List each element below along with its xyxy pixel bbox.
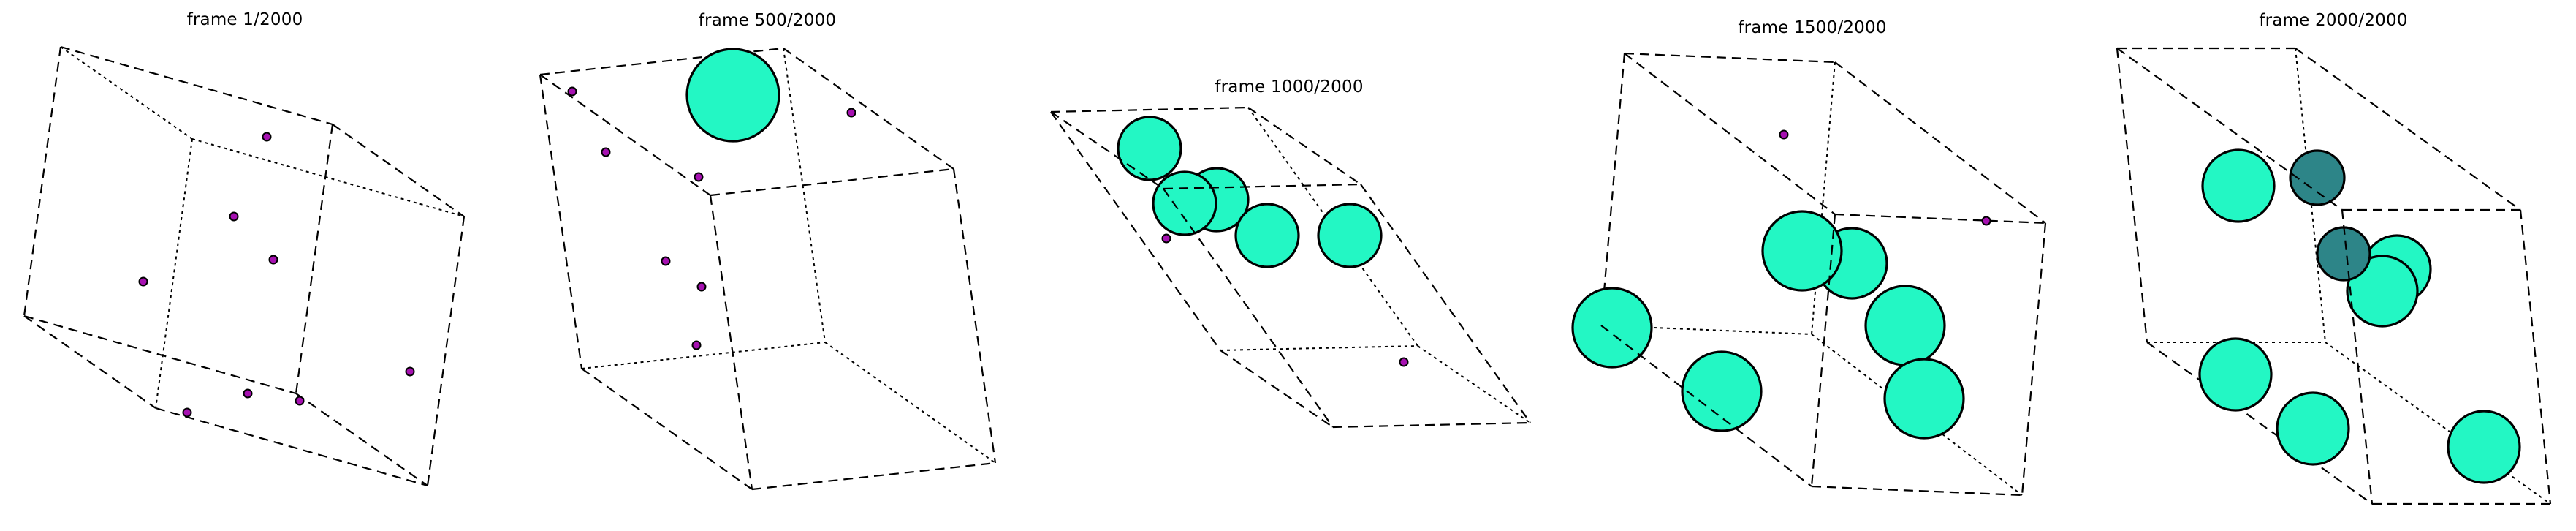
particle-large-bright xyxy=(1317,203,1383,268)
particle-small xyxy=(1161,233,1171,244)
box-edge-front xyxy=(1163,183,1361,190)
box-edge-hidden xyxy=(60,46,193,140)
box-edge-front xyxy=(709,195,753,490)
particle-small xyxy=(405,366,415,377)
particle-small xyxy=(661,256,671,266)
particle-small xyxy=(229,211,239,222)
particle-large-bright xyxy=(1681,350,1763,432)
box-edge xyxy=(1624,52,1836,64)
panel-frame-500 xyxy=(539,47,997,491)
panel-frame-2000 xyxy=(2116,47,2552,505)
particle-small xyxy=(601,147,611,157)
particle-small xyxy=(295,396,305,406)
particle-large-bright xyxy=(2447,410,2521,484)
box-edge xyxy=(332,124,465,217)
box-edge xyxy=(155,407,428,487)
particle-large-bright xyxy=(2276,391,2350,466)
panel-title-frame-1500: frame 1500/2000 xyxy=(1738,18,1887,37)
panel-title-frame-1: frame 1/2000 xyxy=(186,10,303,29)
box-edge xyxy=(2116,48,2148,343)
particle-small xyxy=(1779,129,1789,140)
box-edge-hidden xyxy=(1417,345,1531,423)
particle-small xyxy=(243,388,253,399)
box-edge-front xyxy=(1163,188,1334,428)
box-edge xyxy=(1247,107,1361,185)
box-edge-hidden xyxy=(2325,342,2551,505)
particle-large-dark xyxy=(2289,149,2346,206)
box-edge-hidden xyxy=(581,342,826,369)
box-edge-front xyxy=(2116,48,2343,211)
particle-small xyxy=(1981,216,1991,226)
box-edge-front xyxy=(295,124,334,394)
box-edge xyxy=(1811,485,2023,497)
particle-large-bright xyxy=(1864,285,1946,366)
particle-large-bright xyxy=(2198,337,2273,412)
panel-title-frame-2000: frame 2000/2000 xyxy=(2259,11,2408,30)
particle-small xyxy=(182,407,192,418)
box-edge xyxy=(1332,421,1531,429)
panel-frame-1500 xyxy=(1571,52,2047,497)
box-edge xyxy=(60,45,333,126)
box-edge-hidden xyxy=(1220,345,1418,351)
box-edge-hidden xyxy=(783,48,826,343)
particle-small xyxy=(1399,357,1409,367)
particle-small xyxy=(262,132,272,142)
particle-small xyxy=(567,86,577,97)
box-edge-front xyxy=(710,167,954,197)
box-edge-front xyxy=(539,74,711,196)
box-edge xyxy=(539,74,583,369)
particle-large-bright xyxy=(1152,170,1217,236)
box-edge-hidden xyxy=(155,138,193,409)
box-edge xyxy=(23,46,62,317)
particle-large-bright xyxy=(1234,203,1300,268)
particle-large-bright xyxy=(1761,210,1843,292)
particle-large-bright xyxy=(1117,116,1182,181)
particle-small xyxy=(138,276,148,287)
box-edge-front xyxy=(1050,111,1164,189)
particle-small xyxy=(696,282,707,292)
box-edge xyxy=(1834,61,2046,224)
box-edge-hidden xyxy=(2295,48,2326,343)
box-edge xyxy=(23,315,156,409)
particle-small xyxy=(694,172,704,182)
panel-frame-1 xyxy=(23,45,466,487)
box-edge xyxy=(952,168,997,464)
panel-title-frame-500: frame 500/2000 xyxy=(698,11,837,30)
particle-large-dark xyxy=(2316,226,2371,282)
box-edge xyxy=(1050,111,1221,351)
box-edge-hidden xyxy=(824,342,996,464)
box-edge xyxy=(2519,209,2552,505)
particle-large-bright xyxy=(685,48,780,143)
panel-frame-1000 xyxy=(1050,106,1531,429)
box-edge xyxy=(1050,106,1249,113)
box-edge xyxy=(2021,222,2047,496)
particle-large-bright xyxy=(1571,287,1653,369)
box-edge-front xyxy=(1834,213,2046,225)
particle-large-bright xyxy=(2346,255,2419,328)
box-edge-front xyxy=(23,315,297,395)
box-edge-front xyxy=(1600,325,1812,487)
particle-small xyxy=(268,255,278,265)
box-edge-hidden xyxy=(191,138,465,217)
particle-large-bright xyxy=(2201,148,2276,223)
box-edge xyxy=(751,462,996,491)
particle-small xyxy=(846,108,856,118)
particle-small xyxy=(691,340,702,350)
particle-large-bright xyxy=(1883,358,1965,440)
box-edge xyxy=(1360,184,1531,423)
box-edge xyxy=(1220,350,1334,428)
box-edge-front xyxy=(2341,209,2374,505)
box-edge xyxy=(426,216,466,486)
box-edge-front xyxy=(295,393,428,486)
box-edge xyxy=(2295,48,2521,211)
box-edge-front xyxy=(1624,53,1836,215)
box-edge xyxy=(581,368,753,490)
box-edge xyxy=(783,48,954,170)
panel-title-frame-1000: frame 1000/2000 xyxy=(1215,78,1364,97)
box-edge xyxy=(2146,342,2373,505)
box-edge xyxy=(1600,53,1626,326)
